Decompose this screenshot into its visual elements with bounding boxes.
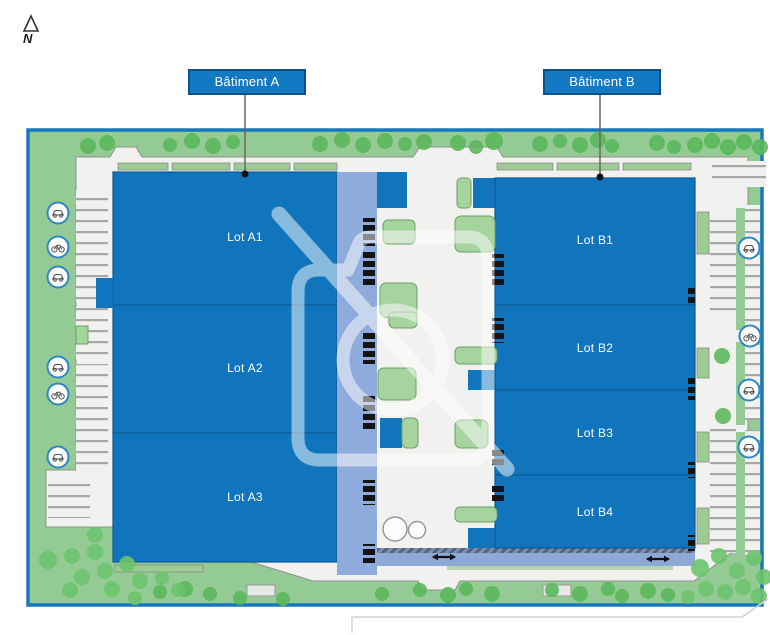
lot-a3-label[interactable]: Lot A3 [227,490,263,504]
car-icon [46,265,70,289]
building-b [494,177,696,549]
car-icon [737,236,761,260]
bicycle-icon [738,324,762,348]
leader-dot [241,170,249,178]
tree-clusters [39,527,770,605]
car-icon [46,201,70,225]
building-b-label[interactable]: Bâtiment B [543,69,661,95]
north-label: N [23,31,33,46]
hedges [114,162,710,573]
lot-b1-region[interactable] [494,177,696,306]
lot-b3-label[interactable]: Lot B3 [576,426,614,440]
car-icon [46,355,70,379]
lot-b1-label[interactable]: Lot B1 [576,233,614,247]
leader-dot [596,173,604,181]
north-arrow-icon [22,14,40,32]
car-icon [737,378,761,402]
service-road [372,548,695,570]
left-edge-planters [70,196,77,455]
tanks [382,516,427,542]
no-photo-icon [271,206,515,477]
lot-b4-label[interactable]: Lot B4 [576,505,614,519]
lot-a2-label[interactable]: Lot A2 [227,361,263,375]
lot-b2-region[interactable] [494,304,696,391]
bicycle-icon [46,235,70,259]
building-a-label[interactable]: Bâtiment A [188,69,306,95]
car-icon [737,435,761,459]
lot-a1-label[interactable]: Lot A1 [227,230,263,244]
car-icon [46,445,70,469]
lot-b4-region[interactable] [494,474,696,549]
lot-b3-region[interactable] [494,389,696,476]
lot-b2-label[interactable]: Lot B2 [576,341,614,355]
annex-blocks [96,172,495,548]
outside-road-outline [351,598,769,633]
trees [80,132,768,606]
planter [75,325,89,345]
bicycle-icon [46,382,70,406]
label-leaders [244,95,601,176]
parking-rows [48,161,766,555]
